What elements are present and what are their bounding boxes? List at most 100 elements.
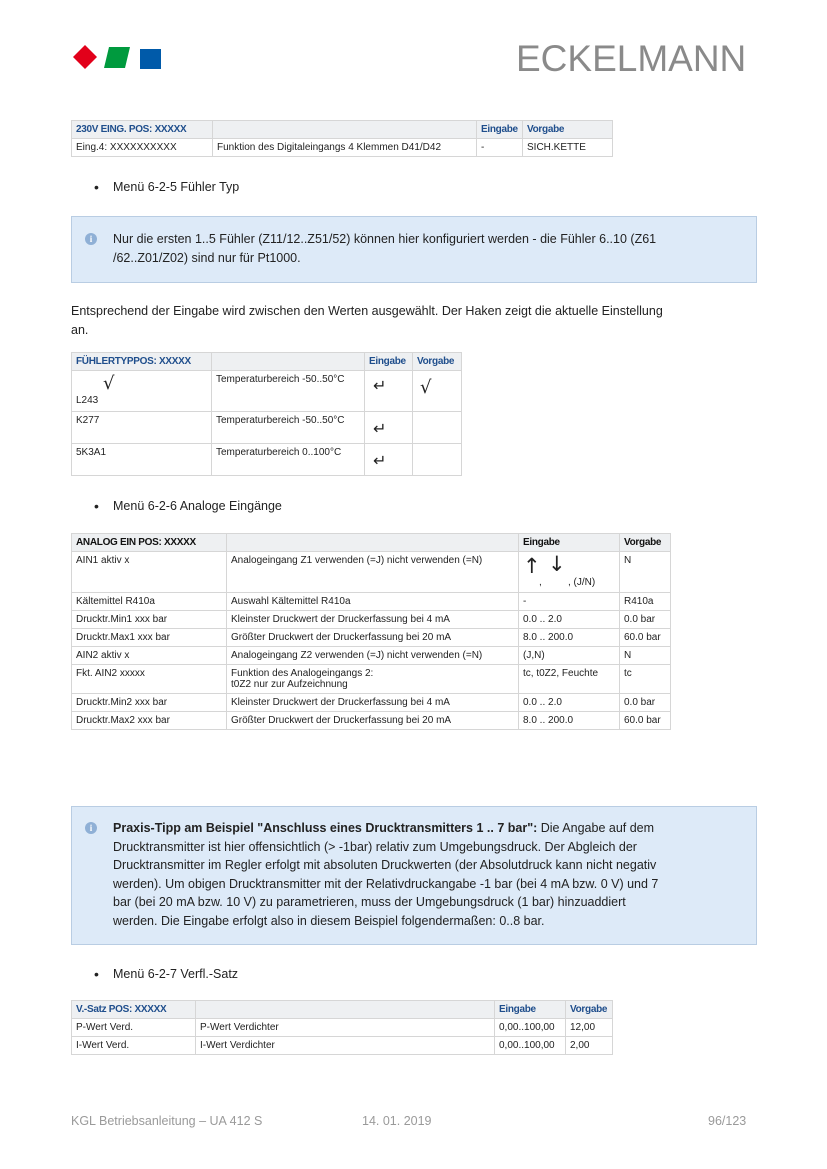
table-header-cell: Eingabe (364, 352, 413, 371)
table-row: AIN1 aktiv x Analogeingang Z1 verwenden … (71, 551, 671, 593)
table-cell: R410a (619, 592, 671, 611)
table-cell: Kleinster Druckwert der Druckerfassung b… (226, 610, 519, 629)
table-header-row: FÜHLERTYPPOS: XXXXX Eingabe Vorgabe (71, 352, 462, 371)
table-cell: K277 (71, 411, 212, 444)
table-row: √ L243 Temperaturbereich -50..50°C ↵ √ (71, 370, 462, 412)
table-cell: Auswahl Kältemittel R410a (226, 592, 519, 611)
checkmark-icon: √ (103, 373, 115, 394)
table-sensor-type: FÜHLERTYPPOS: XXXXX Eingabe Vorgabe √ L2… (71, 352, 462, 476)
table-row: Drucktr.Max1 xxx bar Größter Druckwert d… (71, 628, 671, 647)
info-icon: i (85, 822, 97, 834)
arrow-down-icon: ↓ (548, 552, 566, 576)
table-cell: Funktion des Digitaleingangs 4 Klemmen D… (212, 138, 477, 157)
sensor-name: L243 (76, 395, 99, 406)
tip-line-text: Die Angabe auf dem (537, 821, 655, 835)
table-row: K277 Temperaturbereich -50..50°C ↵ (71, 411, 462, 444)
table-cell: √ (412, 370, 462, 412)
footer-page-number: 96/123 (708, 1114, 747, 1128)
table-cell: (J,N) (518, 646, 620, 665)
cell-line: t0Z2 nur zur Aufzeichnung (231, 679, 348, 690)
table-header-cell (226, 533, 519, 552)
table-cell: - (476, 138, 523, 157)
list-item-text: Menü 6-2-6 Analoge Eingänge (113, 499, 282, 513)
tip-heading: Praxis-Tipp am Beispiel "Anschluss eines… (113, 821, 538, 835)
table-cell: ↵ (364, 443, 413, 476)
body-paragraph: Entsprechend der Eingabe wird zwischen d… (71, 302, 761, 339)
table-cell: Temperaturbereich -50..50°C (211, 370, 365, 412)
table-cell: ↵ (364, 370, 413, 412)
footer-title: KGL Betriebsanleitung – UA 412 S (71, 1114, 263, 1128)
checkmark-icon: √ (420, 377, 432, 398)
table-cell: 5K3A1 (71, 443, 212, 476)
tip-line: Drucktransmitter ist hier offensichtlich… (113, 839, 637, 854)
table-cell: - (518, 592, 620, 611)
table-row: Drucktr.Max2 xxx bar Größter Druckwert d… (71, 711, 671, 730)
list-item-text: Menü 6-2-5 Fühler Typ (113, 180, 240, 194)
bullet-icon: • (94, 498, 99, 514)
table-cell: P-Wert Verdichter (195, 1018, 495, 1037)
arrow-up-icon: ↑ (523, 554, 541, 578)
table-cell: Fkt. AIN2 xxxxx (71, 664, 227, 694)
table-header-row: ANALOG EIN POS: XXXXX Eingabe Vorgabe (71, 533, 671, 552)
enter-icon: ↵ (373, 419, 387, 438)
table-cell: Eing.4: XXXXXXXXXX (71, 138, 213, 157)
table-row: Kältemittel R410a Auswahl Kältemittel R4… (71, 592, 671, 611)
table-header-cell: Vorgabe (619, 533, 671, 552)
table-cell: tc (619, 664, 671, 694)
table-cell: SICH.KETTE (522, 138, 613, 157)
table-cell: 2,00 (565, 1036, 613, 1055)
table-header-cell: Vorgabe (565, 1000, 613, 1019)
table-row: Drucktr.Min1 xxx bar Kleinster Druckwert… (71, 610, 671, 629)
table-header-cell: 230V EING. POS: XXXXX (71, 120, 213, 139)
table-header-row: V.-Satz POS: XXXXX Eingabe Vorgabe (71, 1000, 613, 1019)
table-analog-inputs: ANALOG EIN POS: XXXXX Eingabe Vorgabe AI… (71, 533, 671, 730)
info-line: Nur die ersten 1..5 Fühler (Z11/12..Z51/… (113, 232, 657, 246)
table-header-cell: FÜHLERTYPPOS: XXXXX (71, 352, 212, 371)
table-cell: 0,00..100,00 (494, 1036, 566, 1055)
table-header-cell: Eingabe (494, 1000, 566, 1019)
paragraph-line: Entsprechend der Eingabe wird zwischen d… (71, 304, 663, 318)
tip-text: Praxis-Tipp am Beispiel "Anschluss eines… (113, 819, 743, 930)
table-cell: 60.0 bar (619, 711, 671, 730)
table-cell: Größter Druckwert der Druckerfassung bei… (226, 711, 519, 730)
table-header-row: 230V EING. POS: XXXXX Eingabe Vorgabe (71, 120, 613, 139)
table-cell: ↑ , ↓ , (J/N) (518, 551, 620, 593)
info-line: /62..Z01/Z02) sind nur für Pt1000. (113, 250, 301, 265)
table-cell: Kleinster Druckwert der Druckerfassung b… (226, 693, 519, 712)
table-cell: I-Wert Verdichter (195, 1036, 495, 1055)
table-header-cell (195, 1000, 495, 1019)
table-cell: Funktion des Analogeingangs 2: t0Z2 nur … (226, 664, 519, 694)
table-cell: Drucktr.Min2 xxx bar (71, 693, 227, 712)
tip-line: bar (bei 20 mA bzw. 10 V) zu parametrier… (113, 895, 626, 909)
table-header-cell: Vorgabe (522, 120, 613, 139)
table-row: Fkt. AIN2 xxxxx Funktion des Analogeinga… (71, 664, 671, 694)
brand-wordmark: ECKELMANN (516, 38, 747, 79)
table-cell: N (619, 646, 671, 665)
table-cell: AIN1 aktiv x (71, 551, 227, 593)
table-row: P-Wert Verd. P-Wert Verdichter 0,00..100… (71, 1018, 613, 1037)
table-cell: Temperaturbereich 0..100°C (211, 443, 365, 476)
table-cell: Drucktr.Min1 xxx bar (71, 610, 227, 629)
tip-box: i Praxis-Tipp am Beispiel "Anschluss ein… (71, 806, 757, 945)
table-cell: Kältemittel R410a (71, 592, 227, 611)
separator-comma: , (539, 577, 542, 588)
table-cell: 0.0 .. 2.0 (518, 693, 620, 712)
table-header-cell: Vorgabe (412, 352, 462, 371)
tip-line: Praxis-Tipp am Beispiel "Anschluss eines… (113, 819, 743, 838)
table-cell: 0.0 bar (619, 693, 671, 712)
bullet-icon: • (94, 179, 99, 195)
table-cell: Drucktr.Max1 xxx bar (71, 628, 227, 647)
table-cell: 8.0 .. 200.0 (518, 711, 620, 730)
table-row: Drucktr.Min2 xxx bar Kleinster Druckwert… (71, 693, 671, 712)
enter-icon: ↵ (373, 376, 387, 395)
paragraph-line: an. (71, 322, 89, 337)
info-icon: i (85, 233, 97, 245)
tip-line: Drucktransmitter im Regler erfolgt mit a… (113, 858, 657, 872)
table-row: 5K3A1 Temperaturbereich 0..100°C ↵ (71, 443, 462, 476)
table-cell: 0,00..100,00 (494, 1018, 566, 1037)
table-cell: 12,00 (565, 1018, 613, 1037)
bullet-icon: • (94, 966, 99, 982)
table-header-cell (211, 352, 365, 371)
table-230v-inputs: 230V EING. POS: XXXXX Eingabe Vorgabe Ei… (71, 120, 613, 157)
table-row: Eing.4: XXXXXXXXXX Funktion des Digitale… (71, 138, 613, 157)
